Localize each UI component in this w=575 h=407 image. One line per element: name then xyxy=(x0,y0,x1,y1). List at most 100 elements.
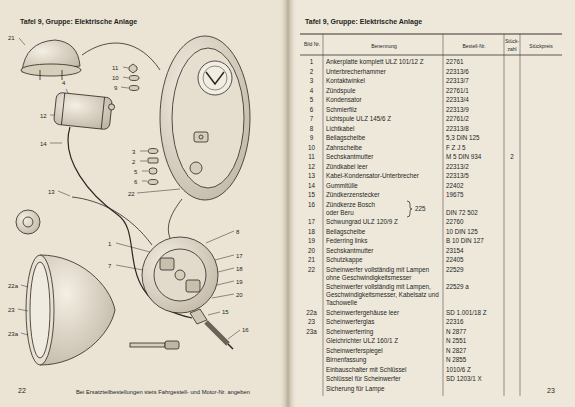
callout-number: 22 xyxy=(128,190,135,198)
flywheel-magneto xyxy=(186,280,200,292)
table-cell: Zündkerzenstecker xyxy=(326,191,380,199)
table-cell: 2 xyxy=(504,153,520,161)
table-cell: Beilagscheibe xyxy=(326,134,365,142)
leader-line xyxy=(58,191,70,196)
headlamp-housing xyxy=(172,48,244,188)
leader-line xyxy=(116,265,143,270)
round-part xyxy=(16,210,40,234)
table-cell: 22405 xyxy=(446,256,464,264)
paper xyxy=(0,0,288,407)
callout-number: 19 xyxy=(236,278,243,286)
leader-line xyxy=(123,67,128,68)
headlamp xyxy=(26,255,115,365)
table-cell: 5,3 DIN 125 xyxy=(446,134,480,142)
tail-light xyxy=(21,64,81,76)
table-cell: 5 xyxy=(301,96,322,104)
table-cell: SD 1.001/18 Z xyxy=(446,309,487,317)
drawing xyxy=(16,36,250,365)
headlamp-housing xyxy=(203,66,227,90)
table-cell: Ankerplatte komplett ULZ 101/12 Z xyxy=(326,58,424,66)
table-cell: 22761/1 xyxy=(446,87,469,95)
headlamp-housing xyxy=(160,36,250,200)
table-cell: 13 xyxy=(301,172,322,180)
leader-line xyxy=(137,189,180,193)
table-cell: 19675 xyxy=(446,191,464,199)
page-heading: Tafel 9, Gruppe: Elektrische Anlage xyxy=(20,18,137,26)
table-cell: 14 xyxy=(301,182,322,190)
ignition-coil xyxy=(53,92,112,130)
leader-line xyxy=(142,171,148,172)
leader-line xyxy=(21,285,28,287)
table-cell: N 2827 xyxy=(446,347,466,355)
table-rule xyxy=(520,34,521,396)
headlamp-housing xyxy=(190,162,202,174)
column-header: Stück-zahl xyxy=(504,37,520,53)
table-cell: 6 xyxy=(301,106,322,114)
flywheel-magneto xyxy=(142,237,218,313)
table-cell: Scheinwerfergehäuse leer xyxy=(326,309,399,317)
ignition-coil xyxy=(101,97,104,129)
small-parts xyxy=(148,158,158,163)
table-cell: Beilagscheibe xyxy=(326,228,365,236)
leader-line xyxy=(218,268,234,272)
ignition-coil xyxy=(108,104,115,111)
callout-number: 10 xyxy=(112,74,119,82)
column-header: Bestell-Nr. xyxy=(445,42,503,50)
table-cell: 16 xyxy=(301,201,322,209)
table-cell: Kontaktwinkel xyxy=(326,77,365,85)
leader-line xyxy=(215,255,234,260)
table-cell: 1 xyxy=(301,58,322,66)
table-cell: 10 xyxy=(301,144,322,152)
small-parts xyxy=(129,64,158,185)
callout-number: 14 xyxy=(40,140,47,148)
round-part xyxy=(23,217,33,227)
callout-number: 15 xyxy=(222,308,229,316)
callout-number: 18 xyxy=(236,265,243,273)
leader-line xyxy=(21,333,28,335)
table-cell: Lichtkabel xyxy=(326,125,354,133)
table-cell: 22313/2 xyxy=(446,163,469,171)
callout-number: 16 xyxy=(242,326,249,334)
page-number: 23 xyxy=(547,387,555,395)
leader-line xyxy=(18,309,28,311)
bracket xyxy=(407,201,412,217)
table-cell: 22529 a xyxy=(446,283,469,291)
table-cell: 22761 xyxy=(446,58,464,66)
column-header: Bild Nr. xyxy=(301,40,323,48)
table-cell: 22760 xyxy=(446,218,464,226)
paper xyxy=(279,0,297,407)
table-cell: 22313/9 xyxy=(446,106,469,114)
leader-line xyxy=(217,281,234,285)
table-cell: 22313/4 xyxy=(446,96,469,104)
callout-number: 13 xyxy=(48,188,55,196)
headlamp xyxy=(30,262,50,358)
callout-number: 3 xyxy=(132,148,135,156)
leader-line xyxy=(19,38,25,45)
table-cell: 23a xyxy=(301,328,322,336)
leader-line xyxy=(140,151,147,152)
table-rule xyxy=(300,55,562,56)
table-cell: 22313/7 xyxy=(446,77,469,85)
callout-number: 11 xyxy=(112,64,118,72)
ignition-coil xyxy=(61,93,64,125)
table-cell: Schutzkappe xyxy=(326,256,362,264)
wire xyxy=(168,199,182,238)
table-cell: 8 xyxy=(301,125,322,133)
table-cell: 22a xyxy=(301,309,322,317)
table-cell: 22313/6 xyxy=(446,68,469,76)
table-cell: 23154 xyxy=(446,247,464,255)
table-rule xyxy=(443,34,444,396)
table-cell: Gummitülle xyxy=(326,182,358,190)
callout-number: 22a xyxy=(8,282,18,290)
ignition-coil xyxy=(53,92,115,130)
table-cell: N 2855 xyxy=(446,356,466,364)
table-cell: Schlüssel für Scheinwerfer xyxy=(326,375,401,383)
table-cell: 225 xyxy=(415,205,426,213)
spark-plug xyxy=(228,344,233,349)
leader-line xyxy=(50,115,54,116)
table-cell: B 10 DIN 127 xyxy=(446,237,484,245)
small-parts xyxy=(129,76,139,81)
small-parts xyxy=(149,168,157,174)
